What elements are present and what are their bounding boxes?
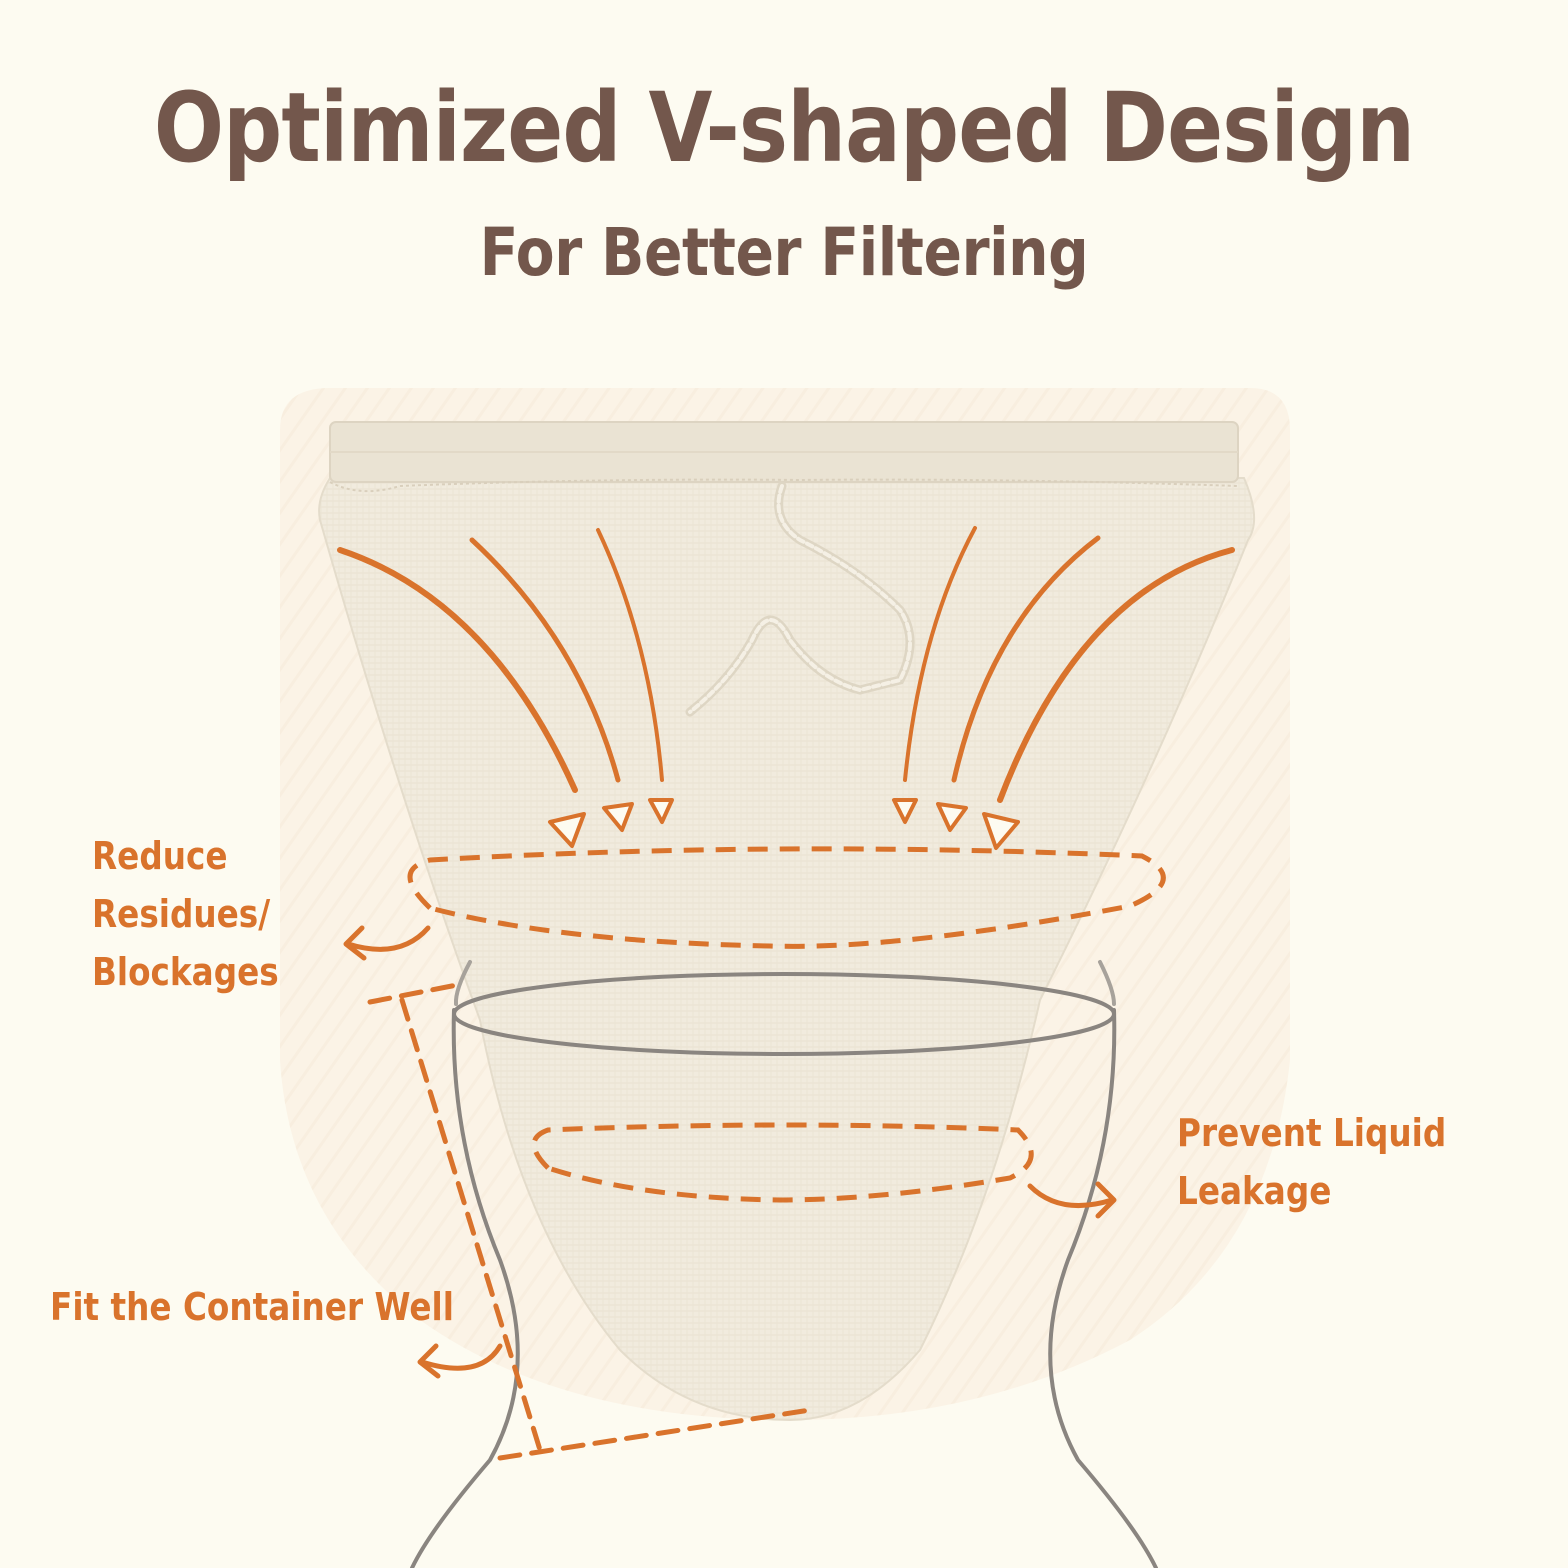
callout-reduce-line-1: Reduce <box>92 834 228 878</box>
fit-bracket <box>367 981 813 1461</box>
filter-bag <box>318 477 1256 1422</box>
callout-fit-container: Fit the Container Well <box>50 1285 454 1329</box>
jar-outline <box>410 960 1158 1568</box>
callout-reduce-residues: Reduce Residues/ Blockages <box>92 827 279 1001</box>
arrowhead-icons <box>548 798 1020 850</box>
curved-arrow-icon <box>345 925 431 952</box>
callout-prevent-line-1: Prevent Liquid <box>1177 1111 1447 1155</box>
residue-ring <box>407 846 1166 949</box>
page-title: Optimized V-shaped Design <box>153 72 1415 184</box>
callout-reduce-line-3: Blockages <box>92 950 279 994</box>
callout-prevent-leakage: Prevent Liquid Leakage <box>1177 1104 1446 1220</box>
page-subtitle: For Better Filtering <box>479 214 1089 291</box>
curved-arrow-right-icon <box>1027 1183 1115 1208</box>
curved-arrow-fit-icon <box>419 1343 503 1371</box>
callout-prevent-line-2: Leakage <box>1177 1169 1332 1213</box>
flow-arrows-icon <box>337 526 1235 803</box>
leakage-ring <box>531 1122 1034 1203</box>
callout-reduce-line-2: Residues/ <box>92 892 271 936</box>
